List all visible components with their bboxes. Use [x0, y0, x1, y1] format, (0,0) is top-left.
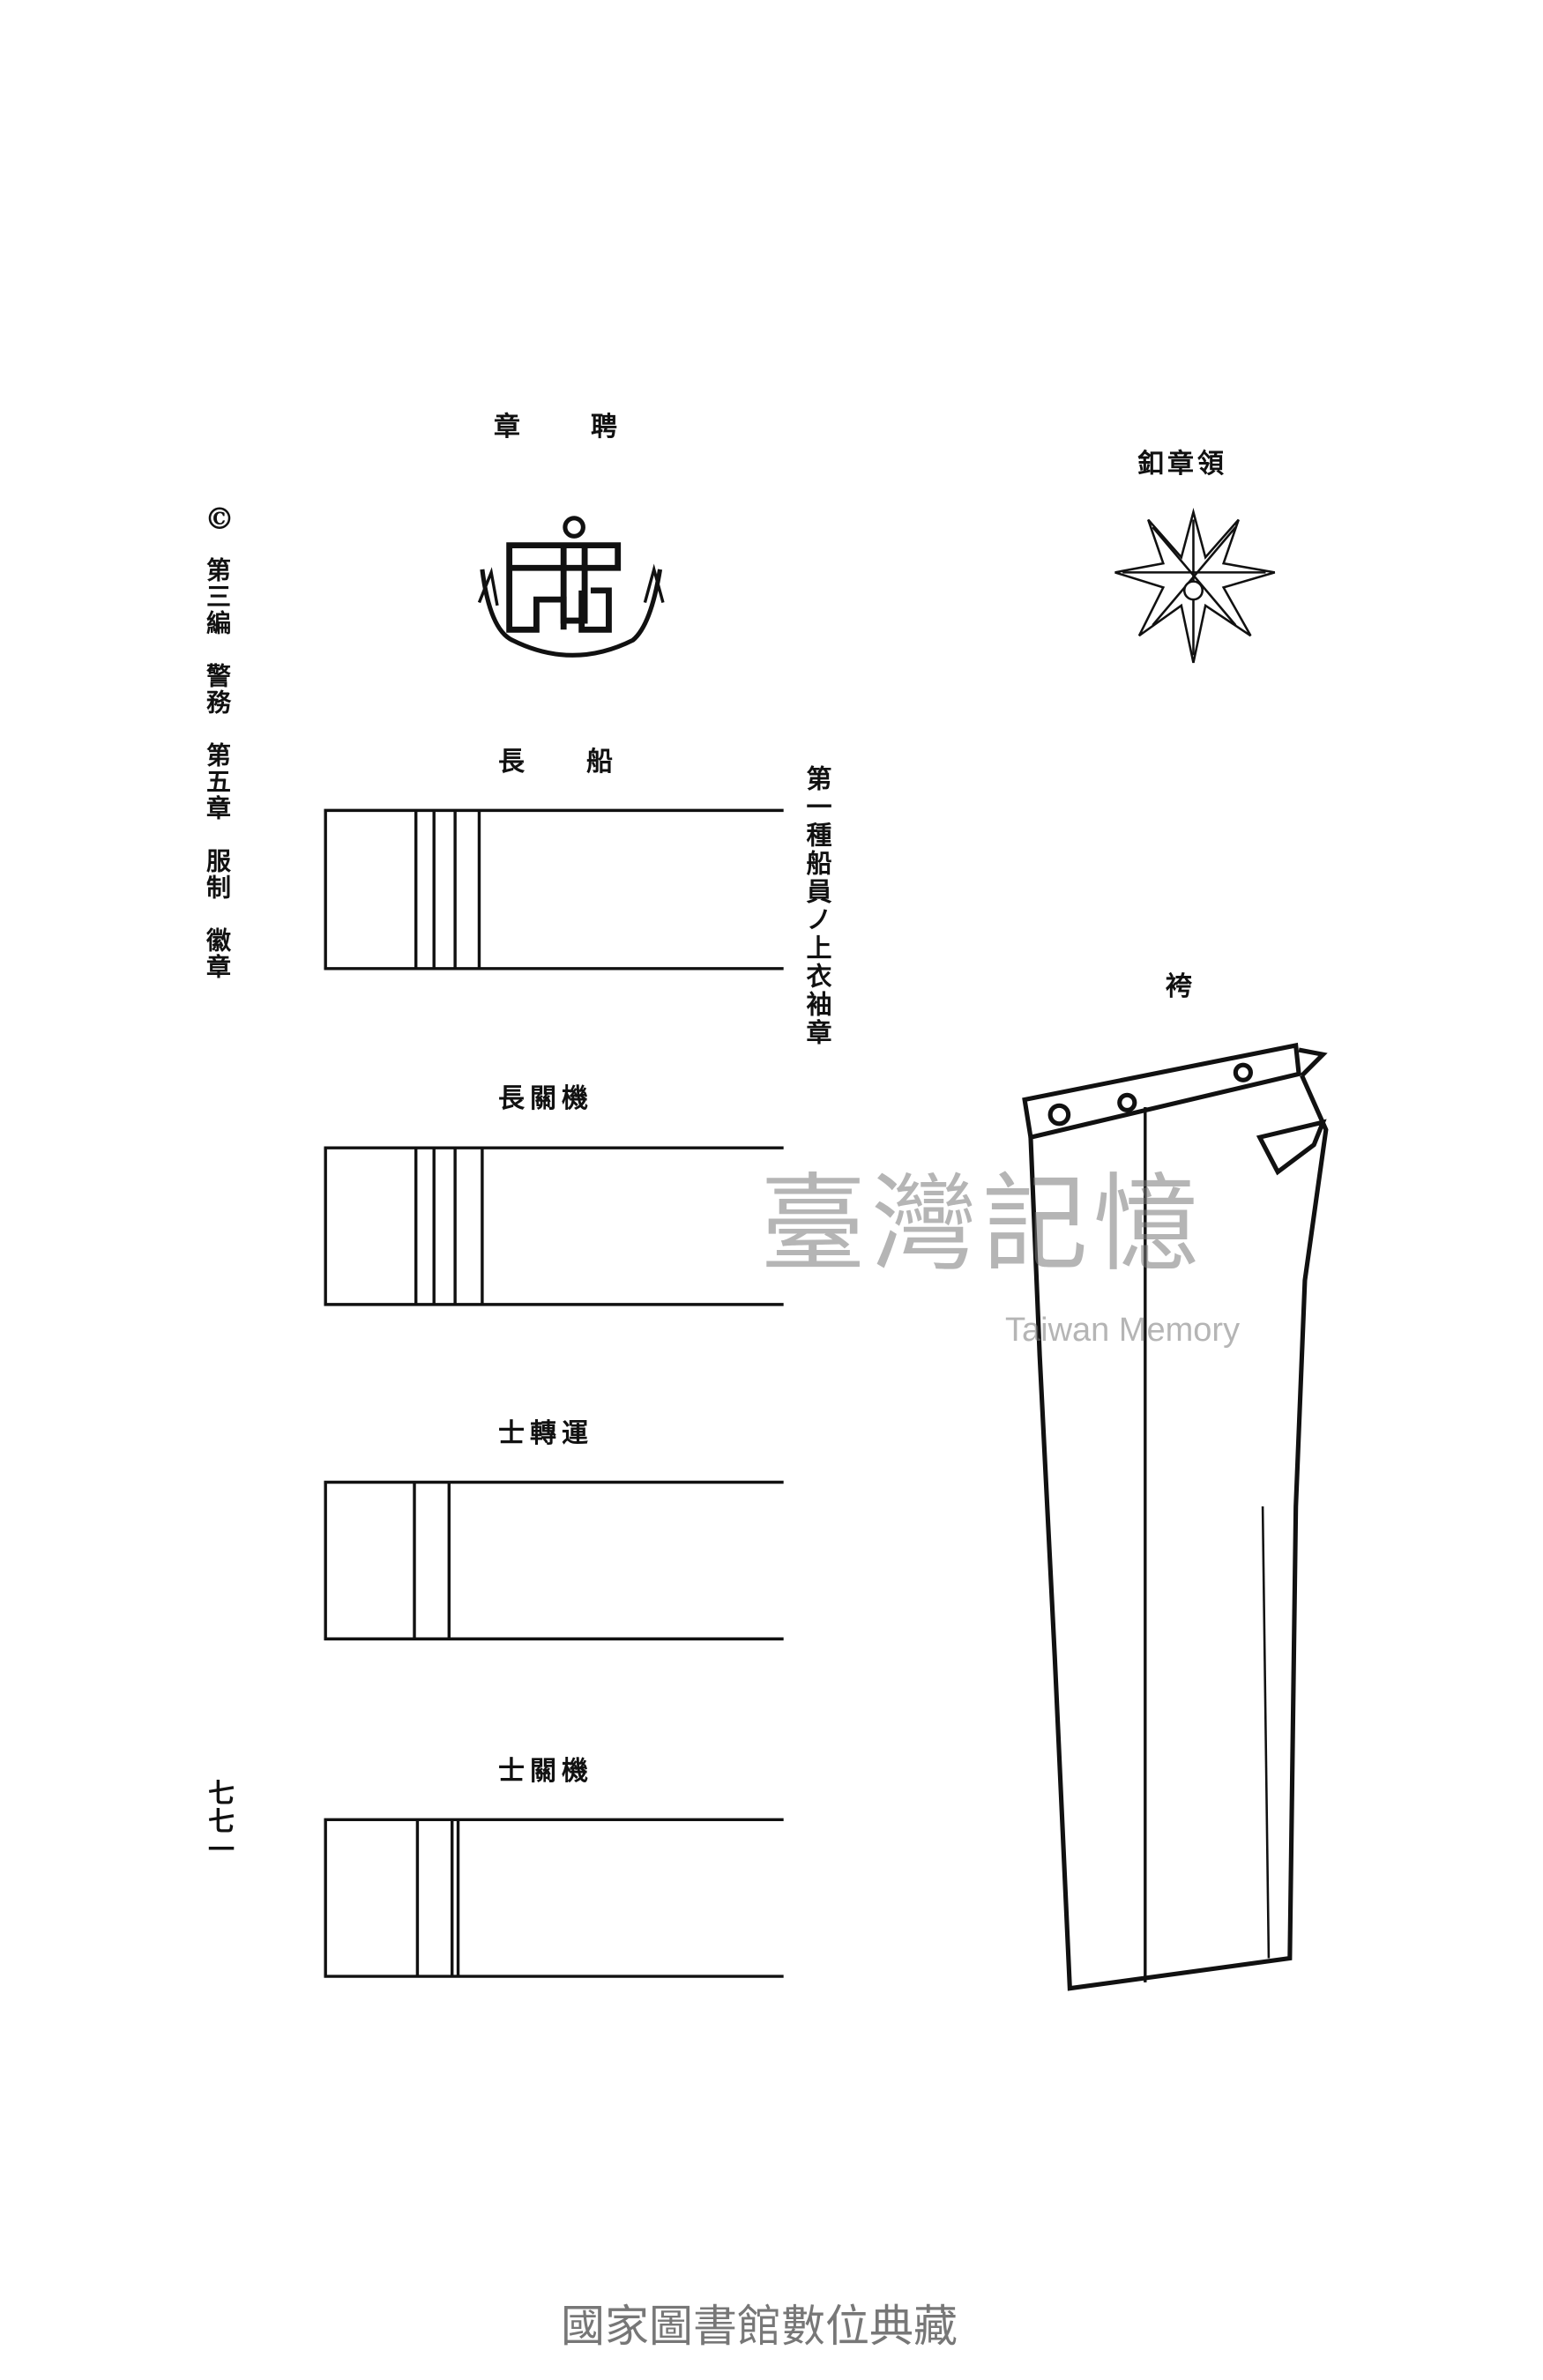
sleeve-insignia-caption: 第一種船員ノ上衣袖章: [802, 765, 832, 1047]
page-number: 七七一: [203, 1779, 234, 1863]
trousers-drawing: [1022, 1042, 1329, 1991]
sleeve-label-chief-engineer: 機關長: [498, 1083, 593, 1114]
sleeve-label-engineer: 機關士: [498, 1756, 593, 1787]
anchor-emblem-icon: [477, 516, 665, 658]
sleeve-box-navigator: [324, 1480, 784, 1640]
collar-badge-label: 領章釦: [1137, 449, 1227, 480]
sleeve-label-navigator: 運轉士: [498, 1418, 593, 1449]
sleeve-box-chief-engineer: [324, 1146, 784, 1306]
watermark-english: Taiwan Memory: [1005, 1312, 1241, 1349]
watermark-chinese: 臺灣記憶: [760, 1164, 1204, 1286]
sleeve-box-captain: [324, 808, 784, 971]
margin-header-symbol: ©: [205, 502, 235, 537]
trousers-label: 袴: [1166, 971, 1192, 1002]
sleeve-box-engineer: [324, 1818, 784, 1978]
margin-header-text: 第三編 警務 第五章 服制 徽章: [203, 557, 232, 980]
footer-collection-label: 國家圖書館數位典藏: [561, 2301, 958, 2352]
cap-badge-label: 聘章: [494, 412, 688, 443]
sleeve-label-captain: 船長: [498, 747, 675, 777]
collar-star-badge-icon: [1114, 508, 1276, 664]
